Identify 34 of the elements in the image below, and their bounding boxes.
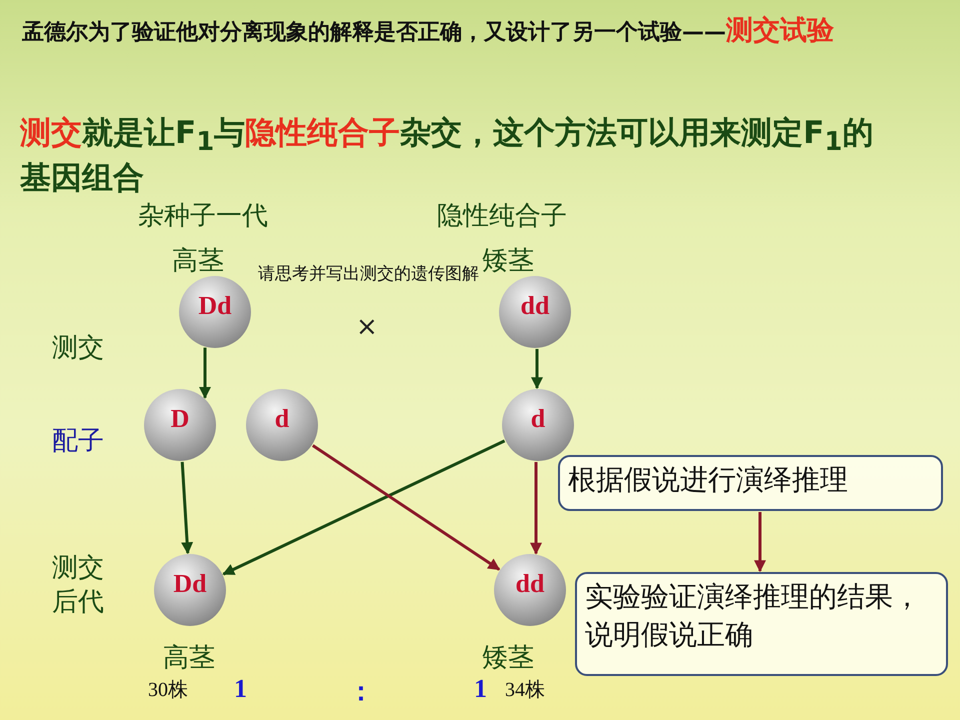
arrow bbox=[312, 444, 500, 571]
heading-text: 孟德尔为了验证他对分离现象的解释是否正确，又设计了另一个试验——测交试验 bbox=[22, 14, 835, 48]
allele-circle: dd bbox=[494, 554, 566, 626]
prompt-text: 请思考并写出测交的遗传图解 bbox=[258, 263, 479, 285]
arrow bbox=[754, 512, 766, 572]
allele-circle: Dd bbox=[154, 554, 226, 626]
allele-circle: D bbox=[144, 389, 216, 461]
row-label: 配子 bbox=[52, 425, 104, 458]
note-box: 根据假说进行演绎推理 bbox=[558, 455, 943, 511]
cross-symbol: × bbox=[356, 312, 378, 342]
definition-text: 测交就是让F$_{1}$与隐性纯合子杂交，这个方法可以用来测定F$_{1}$的基因组合 bbox=[20, 114, 874, 198]
ratio-number: 1 bbox=[474, 674, 487, 704]
arrow bbox=[199, 348, 211, 399]
count-label: 30株 bbox=[148, 678, 188, 703]
allele-circle: Dd bbox=[179, 276, 251, 348]
arrow bbox=[531, 348, 543, 390]
allele-circle: dd bbox=[499, 276, 571, 348]
phenotype-label: 高茎 bbox=[163, 642, 215, 675]
phenotype-label: 矮茎 bbox=[482, 245, 534, 278]
phenotype-label: 杂种子一代 bbox=[138, 200, 268, 233]
allele-circle: d bbox=[502, 389, 574, 461]
phenotype-label: 矮茎 bbox=[482, 642, 534, 675]
arrow bbox=[530, 462, 542, 555]
row-label: 测交后代 bbox=[52, 552, 105, 619]
phenotype-label: 高茎 bbox=[172, 245, 224, 278]
ratio-colon: ： bbox=[348, 676, 374, 708]
phenotype-label: 隐性纯合子 bbox=[437, 200, 567, 233]
row-label: 测交 bbox=[52, 332, 104, 365]
arrow bbox=[180, 462, 194, 554]
count-label: 34株 bbox=[505, 678, 545, 703]
allele-circle: d bbox=[246, 389, 318, 461]
arrow bbox=[222, 440, 506, 576]
note-box: 实验验证演绎推理的结果，说明假说正确 bbox=[575, 572, 948, 676]
ratio-number: 1 bbox=[234, 674, 247, 704]
